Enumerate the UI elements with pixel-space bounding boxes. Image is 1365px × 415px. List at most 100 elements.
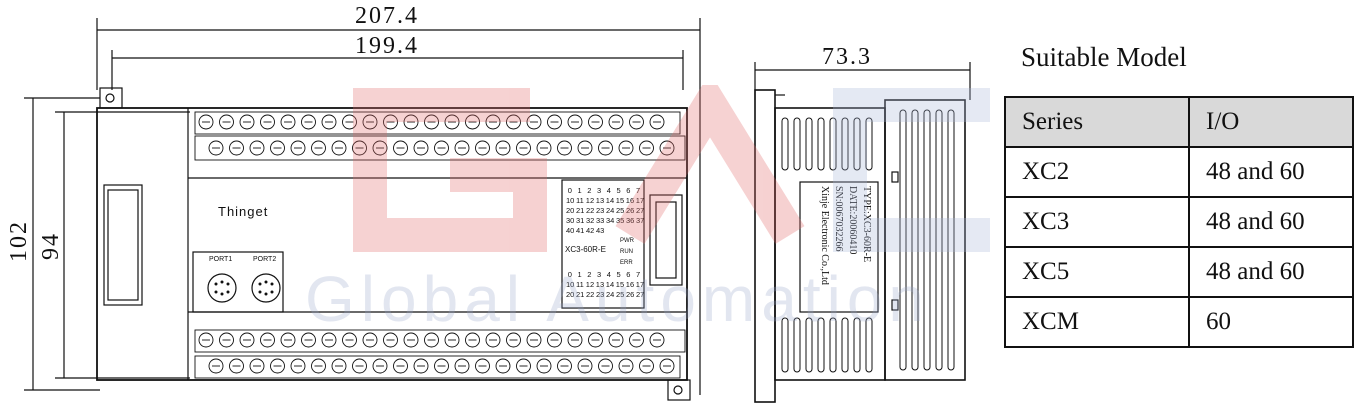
io-number: 37 xyxy=(636,216,645,225)
series-cell: XC3 xyxy=(1004,196,1190,248)
io-number: 10 xyxy=(566,196,575,205)
io-number: 26 xyxy=(626,206,635,215)
terminal-screw-icon xyxy=(311,140,326,156)
front-width-inner-dim: 199.4 xyxy=(355,33,419,59)
terminal-screw-icon xyxy=(239,332,255,348)
io-number: 4 xyxy=(606,186,611,195)
io-number: 20 xyxy=(566,290,575,299)
io-number: 3 xyxy=(597,270,602,279)
io-number: 17 xyxy=(635,196,645,205)
terminal-screw-icon xyxy=(485,114,501,130)
io-number: 42 xyxy=(586,226,595,235)
io-number: 7 xyxy=(636,186,641,195)
io-number: 14 xyxy=(605,280,615,289)
terminal-screw-icon xyxy=(618,140,634,156)
terminal-screw-icon xyxy=(301,332,316,348)
terminal-screw-icon xyxy=(506,332,521,348)
io-number: 11 xyxy=(576,280,584,289)
table-row: XCM 60 xyxy=(1004,296,1354,348)
terminal-screw-icon xyxy=(588,114,603,130)
terminal-screw-icon xyxy=(198,332,214,348)
io-number: 16 xyxy=(625,196,635,205)
port1-label: PORT1 xyxy=(209,256,233,263)
io-number: 1 xyxy=(577,270,582,279)
io-number: 6 xyxy=(626,270,631,279)
terminal-screw-icon xyxy=(526,332,542,348)
terminal-screw-icon xyxy=(639,140,654,156)
terminal-screw-icon xyxy=(383,332,398,348)
terminal-screw-icon xyxy=(547,332,562,348)
model-label: XC3-60R-E xyxy=(565,245,606,254)
terminal-screw-icon xyxy=(516,140,531,156)
terminal-screw-icon xyxy=(659,140,675,156)
table-row: XC2 48 and 60 xyxy=(1004,146,1354,198)
io-number: 43 xyxy=(596,226,605,235)
io-cell: 48 and 60 xyxy=(1188,196,1354,248)
terminal-screw-icon xyxy=(547,114,562,130)
terminal-screw-icon xyxy=(393,140,408,156)
io-number: 13 xyxy=(595,196,605,205)
terminal-screw-icon xyxy=(424,332,439,348)
gac-watermark-logo xyxy=(353,85,990,252)
terminal-screw-icon xyxy=(639,358,654,374)
io-number: 0 xyxy=(567,186,572,195)
io-number: 10 xyxy=(566,280,575,289)
io-number: 16 xyxy=(625,280,635,289)
terminal-screw-icon xyxy=(219,114,234,130)
terminal-screw-icon xyxy=(577,140,593,156)
terminal-screw-icon xyxy=(557,140,572,156)
terminal-screw-icon xyxy=(372,140,388,156)
terminal-screw-icon xyxy=(629,332,644,348)
terminal-screw-icon xyxy=(608,114,624,130)
terminal-screw-icon xyxy=(301,114,316,130)
side-depth-dim: 73.3 xyxy=(822,44,872,70)
terminal-screw-icon xyxy=(465,332,480,348)
header-io: I/O xyxy=(1188,96,1354,148)
terminal-screw-icon xyxy=(413,140,429,156)
terminal-screw-icon xyxy=(598,140,613,156)
terminal-screw-icon xyxy=(588,332,603,348)
terminal-screw-icon xyxy=(198,114,214,130)
io-number: 6 xyxy=(626,186,631,195)
terminal-screw-icon xyxy=(280,114,296,130)
terminal-screw-icon xyxy=(321,114,337,130)
terminal-screw-icon xyxy=(608,332,624,348)
terminal-screw-icon xyxy=(465,114,480,130)
io-number: 32 xyxy=(586,216,595,225)
terminal-screw-icon xyxy=(249,140,265,156)
io-number: 33 xyxy=(596,216,605,225)
io-number: 25 xyxy=(616,290,625,299)
io-number: 24 xyxy=(606,206,615,215)
terminal-screw-icon xyxy=(536,140,552,156)
io-number: 23 xyxy=(596,206,605,215)
terminal-screw-icon xyxy=(557,358,572,374)
io-number: 11 xyxy=(576,196,584,205)
terminal-screw-icon xyxy=(383,114,398,130)
brand-label: Thinget xyxy=(218,204,269,219)
io-number: 14 xyxy=(605,196,615,205)
io-number: 0 xyxy=(567,270,572,279)
io-number: 24 xyxy=(606,290,615,299)
io-number: 12 xyxy=(585,196,595,205)
terminal-screw-icon xyxy=(321,332,337,348)
terminal-screw-icon xyxy=(352,358,367,374)
terminal-screw-icon xyxy=(618,358,634,374)
series-cell: XCM xyxy=(1004,296,1190,348)
terminal-screw-icon xyxy=(270,358,285,374)
led-run: RUN xyxy=(620,249,633,255)
terminal-screw-icon xyxy=(331,140,347,156)
io-number: 13 xyxy=(595,280,605,289)
terminal-screw-icon xyxy=(311,358,326,374)
terminal-screw-icon xyxy=(629,114,644,130)
io-number: 26 xyxy=(626,290,635,299)
terminal-screw-icon xyxy=(290,140,306,156)
terminal-screw-icon xyxy=(516,358,531,374)
io-number: 21 xyxy=(576,206,585,215)
terminal-screw-icon xyxy=(444,332,460,348)
terminal-screw-icon xyxy=(290,358,306,374)
terminal-screw-icon xyxy=(598,358,613,374)
